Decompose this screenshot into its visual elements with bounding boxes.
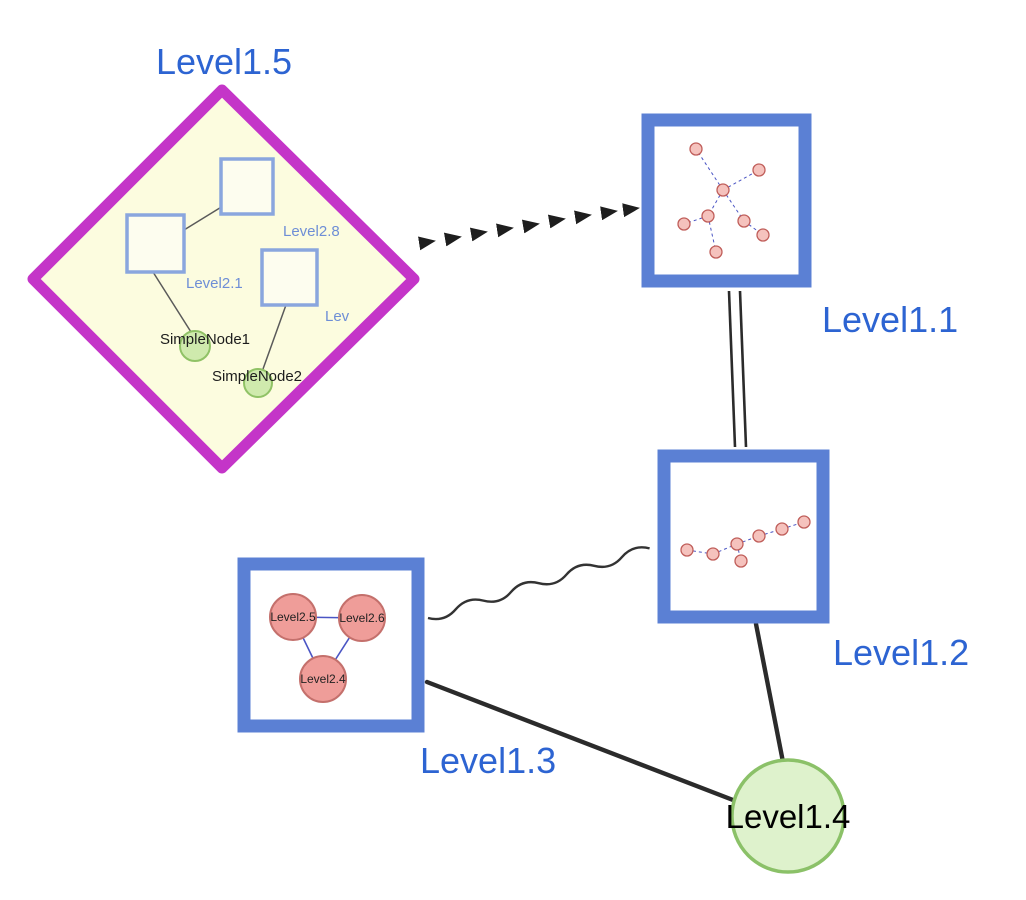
node-level1-5-label: Level1.5 [156, 41, 292, 82]
mini-node[interactable] [709, 245, 723, 259]
mini-node[interactable] [716, 183, 730, 197]
mini-node[interactable] [689, 142, 703, 156]
node-level1-5[interactable] [27, 84, 420, 474]
node-level1-3-label: Level1.3 [420, 740, 556, 781]
mini-node[interactable] [737, 214, 751, 228]
node-level1-2[interactable] [657, 449, 830, 624]
node-level1-3-group: Level2.5 Level2.6 Level2.4 Level1.3 [237, 557, 556, 781]
edge-level15-level11[interactable] [402, 203, 640, 251]
node-level1-3[interactable] [237, 557, 425, 733]
mini-node[interactable] [680, 543, 694, 557]
edge-level21-level28[interactable] [183, 205, 224, 231]
mini-node[interactable] [701, 209, 715, 223]
edge-level11-level12[interactable] [727, 290, 748, 448]
mini-node[interactable] [756, 228, 770, 242]
edge-lev-simplenode2[interactable] [262, 304, 287, 370]
node-level2-5-label: Level2.5 [270, 610, 316, 624]
level1-2-mini-graph [680, 515, 811, 568]
node-simplenode2[interactable] [243, 368, 273, 398]
mini-node[interactable] [752, 529, 766, 543]
node-level2-8-label: Level2.8 [283, 223, 340, 240]
mini-node[interactable] [734, 554, 748, 568]
edge-level12-level14[interactable] [753, 621, 786, 765]
mini-node[interactable] [706, 547, 720, 561]
node-level2-8[interactable] [219, 157, 275, 216]
node-level1-1[interactable] [641, 113, 812, 288]
node-level1-5-group: Level2.8 Level2.1 Lev SimpleNode1 Simple… [27, 41, 420, 474]
node-level1-4[interactable] [730, 758, 846, 874]
mini-node[interactable] [677, 217, 691, 231]
node-level1-2-label: Level1.2 [833, 632, 969, 673]
mini-node[interactable] [775, 522, 789, 536]
node-simplenode1[interactable] [179, 330, 211, 362]
edge-level21-simplenode1[interactable] [152, 271, 192, 333]
node-level2-4[interactable] [299, 655, 347, 703]
edge-level13-level14[interactable] [424, 679, 736, 803]
level1-1-mini-graph [677, 142, 770, 259]
level1-3-mini-graph: Level2.5 Level2.6 Level2.4 [269, 593, 386, 703]
node-level1-1-label: Level1.1 [822, 299, 958, 340]
node-level2-4-label: Level2.4 [300, 672, 346, 686]
mini-node[interactable] [730, 537, 744, 551]
node-level2-6-label: Level2.6 [339, 611, 385, 625]
node-level1-2-group: Level1.2 [657, 449, 969, 673]
node-level1-4-label: Level1.4 [726, 798, 851, 835]
top-level-edges [402, 203, 786, 803]
level1-5-inner-edges [152, 205, 287, 370]
node-simplenode1-label: SimpleNode1 [160, 331, 250, 348]
node-level2-partial-label: Lev [325, 308, 350, 325]
mini-node[interactable] [752, 163, 766, 177]
mini-node[interactable] [797, 515, 811, 529]
node-level2-partial[interactable] [260, 248, 319, 307]
node-level2-5[interactable] [269, 593, 317, 641]
edge-level13-level12[interactable] [427, 546, 650, 621]
node-level2-6[interactable] [338, 594, 386, 642]
node-level2-1[interactable] [125, 213, 186, 274]
node-level1-1-group: Level1.1 [641, 113, 958, 340]
node-level1-4-group: Level1.4 [726, 758, 851, 874]
node-simplenode2-label: SimpleNode2 [212, 368, 302, 385]
node-level2-1-label: Level2.1 [186, 275, 243, 292]
